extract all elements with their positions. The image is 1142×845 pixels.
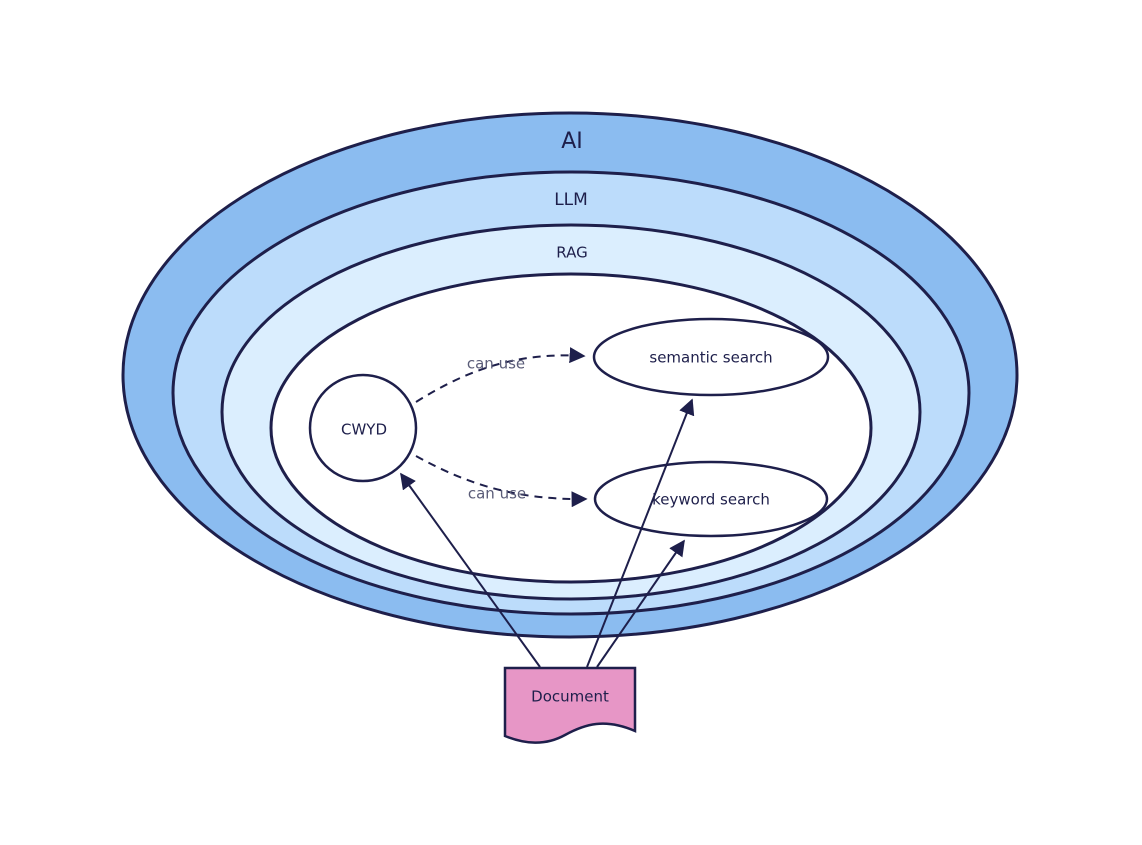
rag-layer-label: RAG <box>556 244 587 262</box>
edge-cwyd-to-semantic-label: can use <box>467 355 525 373</box>
edge-document-to-cwyd <box>400 472 541 668</box>
keyword-search-node-label: keyword search <box>652 491 770 509</box>
cwyd-node-label: CWYD <box>341 421 387 439</box>
edge-document-to-keyword <box>596 539 685 668</box>
edge-cwyd-to-keyword <box>415 455 588 508</box>
keyword-search-node <box>593 460 829 538</box>
document-node <box>503 666 637 744</box>
ai-layer-label: AI <box>561 129 583 154</box>
semantic-search-node-label: semantic search <box>649 349 772 367</box>
edge-document-to-semantic <box>586 398 695 668</box>
document-node-label: Document <box>531 688 609 706</box>
cwyd-node <box>308 373 418 483</box>
semantic-search-node <box>592 317 830 397</box>
edge-cwyd-to-semantic <box>415 347 586 403</box>
llm-layer-label: LLM <box>554 190 588 210</box>
edge-cwyd-to-keyword-label: can use <box>468 485 526 503</box>
